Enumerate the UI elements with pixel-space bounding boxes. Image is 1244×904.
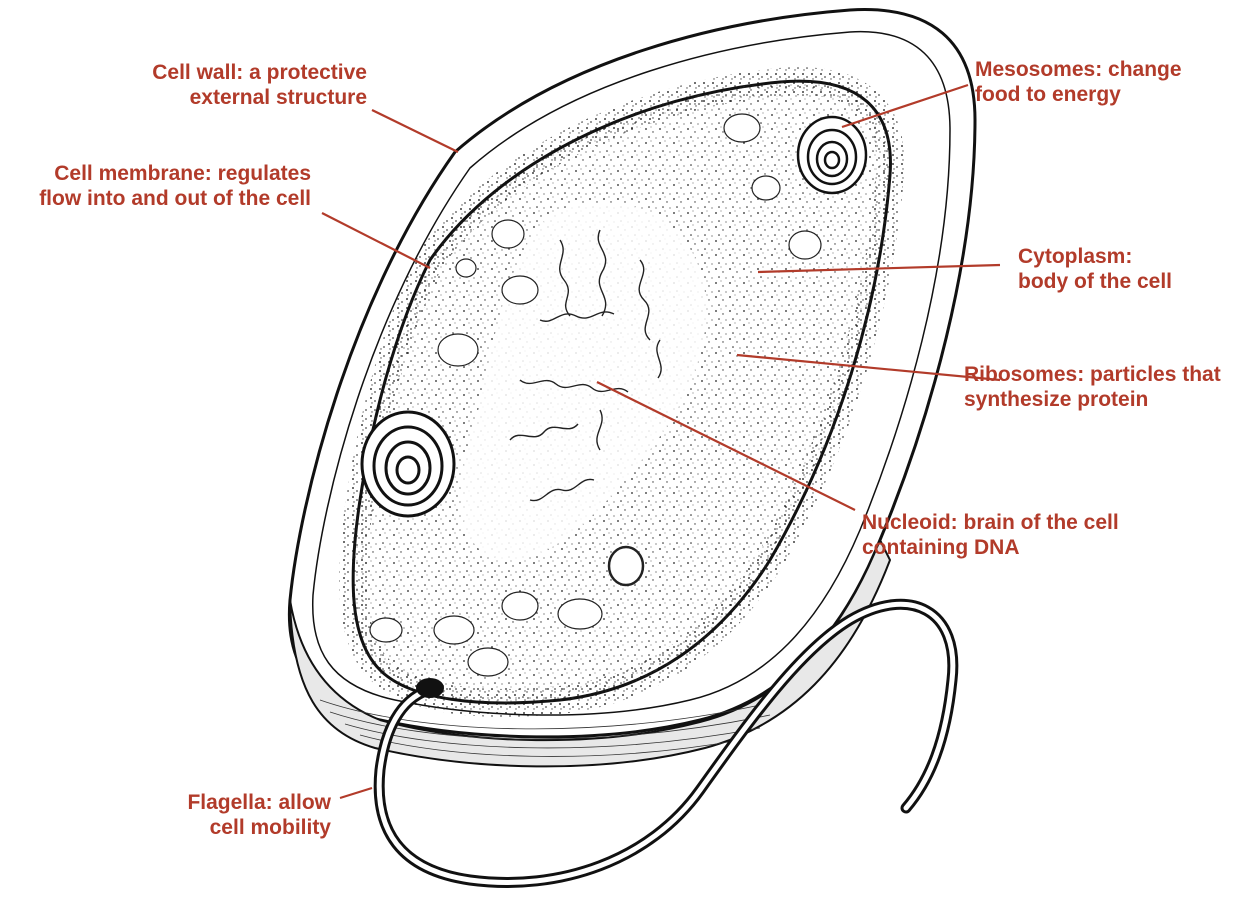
- mesosome-left: [362, 412, 454, 516]
- label-nucleoid-line1: Nucleoid: brain of the cell: [862, 510, 1119, 535]
- label-cell-membrane-line1: Cell membrane: regulates: [39, 161, 311, 186]
- flagellum-base: [416, 678, 444, 698]
- label-ribosomes-line1: Ribosomes: particles that: [964, 362, 1221, 387]
- leader-cell-wall: [372, 110, 458, 152]
- label-nucleoid: Nucleoid: brain of the cell containing D…: [862, 510, 1119, 560]
- label-nucleoid-line2: containing DNA: [862, 535, 1119, 560]
- label-cytoplasm-line1: Cytoplasm:: [1018, 244, 1172, 269]
- label-cell-membrane: Cell membrane: regulates flow into and o…: [39, 161, 311, 211]
- label-cytoplasm: Cytoplasm: body of the cell: [1018, 244, 1172, 294]
- label-cell-wall: Cell wall: a protective external structu…: [152, 60, 367, 110]
- label-cell-membrane-line2: flow into and out of the cell: [39, 186, 311, 211]
- label-cell-wall-line1: Cell wall: a protective: [152, 60, 367, 85]
- label-flagella-line2: cell mobility: [187, 815, 331, 840]
- label-mesosomes: Mesosomes: change food to energy: [975, 57, 1182, 107]
- label-flagella-line1: Flagella: allow: [187, 790, 331, 815]
- label-cytoplasm-line2: body of the cell: [1018, 269, 1172, 294]
- label-ribosomes-line2: synthesize protein: [964, 387, 1221, 412]
- leader-flagella: [340, 788, 372, 798]
- mesosome-top: [798, 117, 866, 193]
- label-mesosomes-line1: Mesosomes: change: [975, 57, 1182, 82]
- label-cell-wall-line2: external structure: [152, 85, 367, 110]
- label-ribosomes: Ribosomes: particles that synthesize pro…: [964, 362, 1221, 412]
- label-flagella: Flagella: allow cell mobility: [187, 790, 331, 840]
- label-mesosomes-line2: food to energy: [975, 82, 1182, 107]
